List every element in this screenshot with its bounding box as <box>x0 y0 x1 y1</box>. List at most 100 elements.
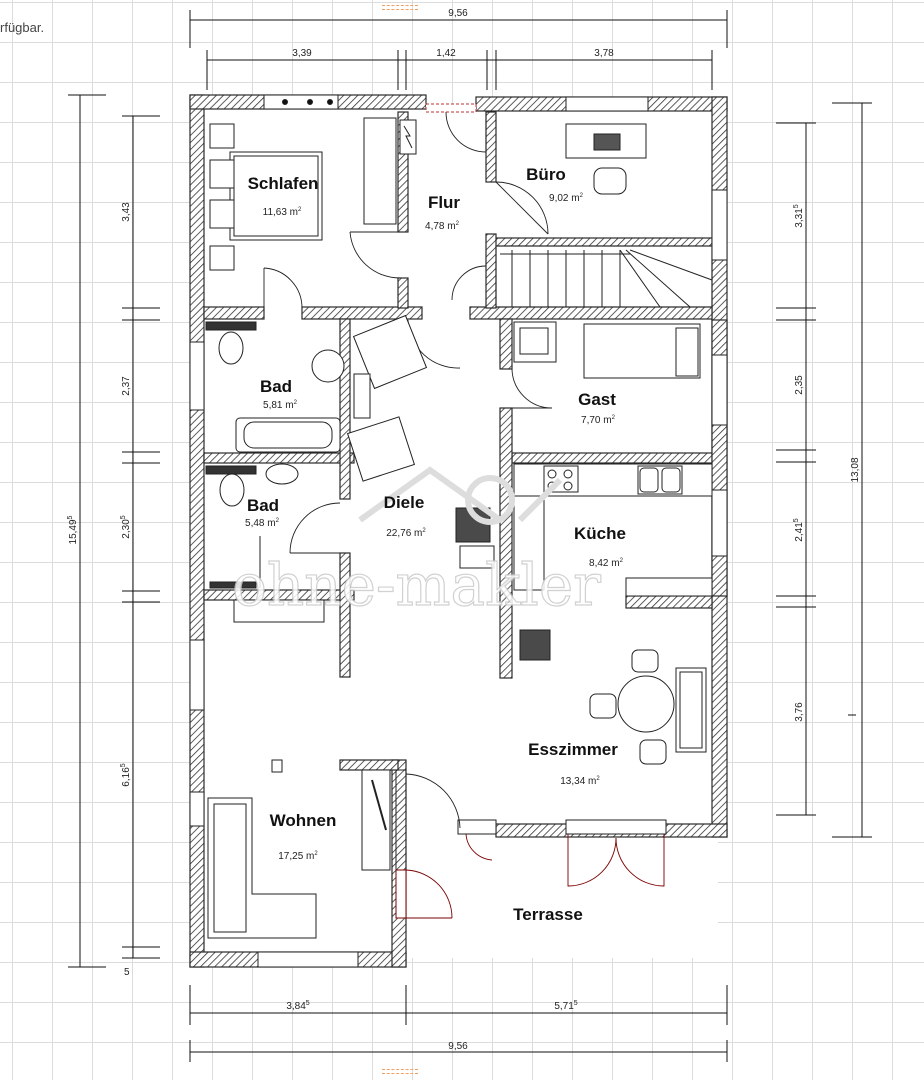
bed <box>229 151 323 241</box>
bottom-resize-handle[interactable] <box>382 1069 418 1074</box>
door-schlafen <box>349 231 401 279</box>
window-flur <box>425 103 477 113</box>
dim-bottom-2: 5,715 <box>554 1000 577 1012</box>
area-value: 5,81 m <box>263 400 294 411</box>
area-sup: 2 <box>294 400 298 406</box>
diele-box <box>459 545 495 569</box>
dim-top-total: 9,56 <box>448 8 468 19</box>
dining-table <box>617 675 675 733</box>
armchair-1 <box>352 314 428 390</box>
room-name-esszimmer: Esszimmer <box>528 740 618 759</box>
dim-left-3-value: 2,30 <box>121 519 132 539</box>
dim-right-3: 2,415 <box>793 518 805 541</box>
room-labels: Schlafen 11,63 m2 Flur 4,78 m2 Büro 9,02… <box>245 165 626 924</box>
window-buero-east <box>711 189 728 261</box>
dim-right-1-value: 3,31 <box>794 208 805 228</box>
nightstand-bottom <box>209 245 235 271</box>
wall-flur-buero <box>485 111 497 183</box>
dim-bottom-total: 9,56 <box>448 1041 468 1052</box>
wall-wohnen-east <box>391 759 407 968</box>
wall-schlafen-bad <box>203 306 265 320</box>
door-terrace-left <box>567 834 617 887</box>
window-wohnen-south <box>257 951 359 968</box>
room-name-flur: Flur <box>428 193 460 212</box>
area-sup: 2 <box>456 221 460 227</box>
dim-top-2: 1,42 <box>436 48 456 59</box>
wohnen-pillar <box>271 759 283 773</box>
area-value: 5,48 m <box>245 518 276 529</box>
dim-left-4: 6,165 <box>120 763 132 786</box>
dim-right-2: 2,35 <box>794 375 805 395</box>
room-name-terrasse: Terrasse <box>513 905 583 924</box>
top-resize-handle[interactable] <box>382 5 418 10</box>
room-name-gast: Gast <box>578 390 616 409</box>
window-gast-east <box>711 354 728 426</box>
area-sup: 2 <box>580 193 584 199</box>
bathtub <box>235 417 341 453</box>
door-schlafen-bad <box>263 267 303 309</box>
window-schlafen <box>263 94 339 110</box>
area-sup: 2 <box>596 776 600 782</box>
wall-west <box>189 94 205 968</box>
area-sup: 2 <box>422 528 426 534</box>
watermark: ohne-makler <box>231 466 602 620</box>
electric-panel <box>399 119 417 155</box>
windows <box>189 94 728 968</box>
dim-left-total-sup: 5 <box>67 515 74 519</box>
room-area-gast: 7,70 m2 <box>581 415 616 426</box>
office-chair <box>593 167 627 195</box>
bad1-sink <box>311 349 345 383</box>
area-value: 13,34 m <box>560 776 596 787</box>
room-name-schlafen: Schlafen <box>248 174 319 193</box>
dim-bottom-2-sup: 5 <box>574 1000 578 1007</box>
dim-left-5: 5 <box>124 967 130 978</box>
dining-chair-bottom <box>639 739 667 765</box>
room-name-bad-1: Bad <box>260 377 292 396</box>
door-swings <box>263 111 665 919</box>
wall-bad-diele <box>339 318 351 500</box>
dim-right-4: 3,76 <box>794 702 805 722</box>
room-area-wohnen: 17,25 m2 <box>278 851 318 862</box>
dim-left-4-value: 6,16 <box>121 767 132 787</box>
diele-bench <box>233 599 325 623</box>
dim-left-3: 2,305 <box>120 515 132 538</box>
door-bad2 <box>289 502 341 554</box>
room-name-bad-2: Bad <box>247 496 279 515</box>
door-terrasse <box>405 773 461 829</box>
room-area-schlafen: 11,63 m2 <box>263 207 302 218</box>
dim-right-3-value: 2,41 <box>794 522 805 542</box>
dim-bottom-1: 3,845 <box>286 1000 309 1012</box>
room-area-diele: 22,76 m2 <box>386 528 426 539</box>
dim-left-1: 3,43 <box>121 202 132 222</box>
wall-gast-kueche <box>511 452 713 464</box>
dim-right-total: 13,08 <box>850 457 861 482</box>
watermark-text: ohne-makler <box>232 551 601 619</box>
area-value: 11,63 m <box>263 207 298 218</box>
door-buero <box>495 181 549 235</box>
wall-schlafen-flur <box>397 111 409 233</box>
dim-left-4-sup: 5 <box>120 763 127 767</box>
sofa <box>207 797 317 939</box>
area-value: 9,02 m <box>549 193 580 204</box>
room-area-esszimmer: 13,34 m2 <box>560 776 600 787</box>
area-sup: 2 <box>298 207 302 213</box>
area-value: 8,42 m <box>589 558 620 569</box>
bad2-toilet <box>219 473 245 507</box>
door-stair <box>451 265 487 301</box>
wall-buero-gast <box>469 306 713 320</box>
wall-diele-gast <box>499 318 513 370</box>
window-wohnen-west <box>189 639 205 711</box>
room-area-bad-1: 5,81 m2 <box>263 400 298 411</box>
door-gast <box>511 368 553 409</box>
dining-chair-top <box>631 649 659 673</box>
area-value: 4,78 m <box>425 221 456 232</box>
dim-bottom-2-value: 5,71 <box>554 1001 574 1012</box>
window-bad <box>189 341 205 411</box>
dimension-labels: 9,56 3,39 1,42 3,78 3,845 5,715 9,56 15,… <box>67 8 861 1052</box>
room-name-buero: Büro <box>526 165 566 184</box>
dim-left-total-value: 15,49 <box>68 519 79 544</box>
room-area-buero: 9,02 m2 <box>549 193 584 204</box>
door-wohnen-outside <box>405 869 453 919</box>
room-area-bad-2: 5,48 m2 <box>245 518 280 529</box>
